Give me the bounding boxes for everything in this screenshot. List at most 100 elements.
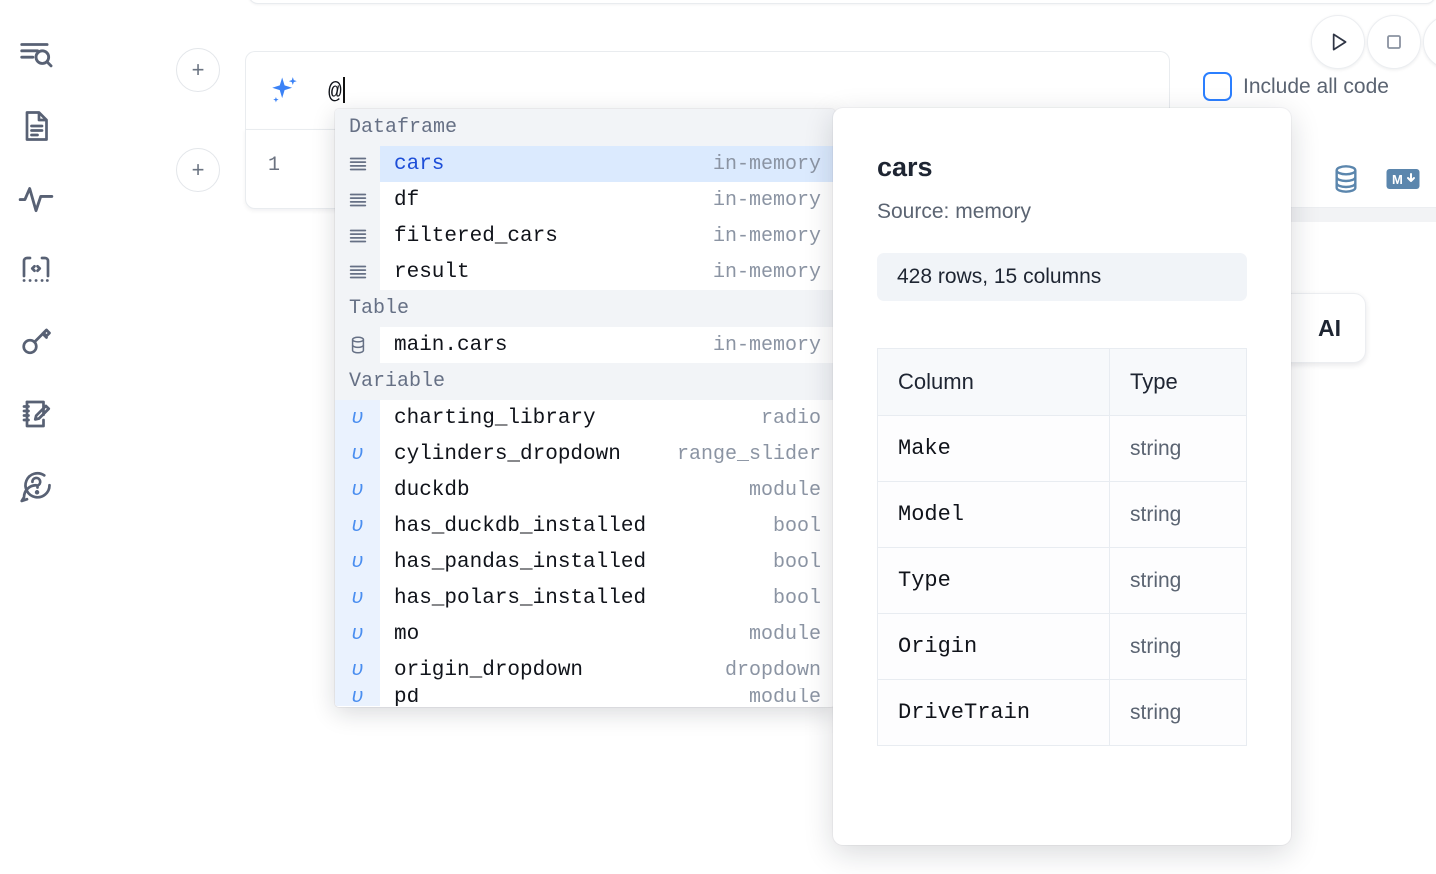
schema-column-type: string (1109, 679, 1247, 746)
stop-cell-button[interactable] (1367, 15, 1421, 69)
table-header-row: Column Type (877, 348, 1247, 416)
explore-search-icon[interactable] (10, 18, 62, 90)
autocomplete-item[interactable]: cars in-memory (335, 146, 835, 182)
line-number: 1 (268, 154, 281, 177)
schema-column-name: DriveTrain (877, 679, 1110, 746)
preview-stats-badge: 428 rows, 15 columns (877, 253, 1247, 301)
dataframe-icon (335, 182, 380, 218)
variable-icon: υ (335, 688, 380, 706)
autocomplete-item-label: has_polars_installed (394, 586, 647, 610)
autocomplete-item[interactable]: υ has_polars_installed bool (335, 580, 835, 616)
autocomplete-item-type: radio (760, 406, 821, 430)
schema-column-name: Model (877, 481, 1110, 548)
add-cell-button-bottom[interactable]: + (176, 148, 220, 192)
add-cell-label: + (191, 157, 205, 182)
ai-prompt-input[interactable]: @ (328, 76, 345, 105)
autocomplete-item[interactable]: main.cars in-memory (335, 327, 835, 363)
autocomplete-item-label: has_duckdb_installed (394, 514, 647, 538)
autocomplete-item-type: in-memory (712, 333, 821, 357)
variable-icon: υ (335, 652, 380, 688)
code-snippets-icon[interactable] (10, 234, 62, 306)
autocomplete-item-label: filtered_cars (394, 224, 558, 248)
notebook-file-icon[interactable] (10, 90, 62, 162)
autocomplete-item-label: charting_library (394, 406, 596, 430)
schema-column-type: string (1109, 481, 1247, 548)
autocomplete-item-type: module (748, 688, 821, 706)
autocomplete-item[interactable]: result in-memory (335, 254, 835, 290)
autocomplete-item-type: bool (772, 586, 821, 610)
autocomplete-item-label: mo (394, 622, 420, 646)
autocomplete-item-label: cars (394, 152, 445, 176)
dataframe-icon (335, 146, 380, 182)
column-header-column: Column (877, 348, 1110, 416)
include-all-code-row[interactable]: Include all code (1203, 72, 1389, 101)
variable-icon: υ (335, 436, 380, 472)
preview-source: Source: memory (877, 200, 1032, 223)
activity-pulse-icon[interactable] (10, 162, 62, 234)
ai-prompt-value: @ (328, 78, 342, 105)
autocomplete-item-label: df (394, 188, 420, 212)
autocomplete-item[interactable]: filtered_cars in-memory (335, 218, 835, 254)
left-sidebar (0, 0, 72, 874)
autocomplete-item-type: module (748, 622, 821, 646)
include-all-code-checkbox[interactable] (1203, 72, 1232, 101)
schema-column-type: string (1109, 547, 1247, 614)
autocomplete-item-label: pd (394, 688, 420, 706)
autocomplete-item-label: cylinders_dropdown (394, 442, 621, 466)
markdown-icon[interactable]: M (1386, 167, 1420, 196)
autocomplete-item-type: in-memory (712, 188, 821, 212)
svg-text:M: M (1392, 172, 1403, 187)
dataframe-preview-panel: cars Source: memory 428 rows, 15 columns… (833, 108, 1291, 845)
variable-icon: υ (335, 508, 380, 544)
autocomplete-item-label: main.cars (394, 333, 508, 357)
database-icon[interactable] (1330, 163, 1362, 200)
ai-chip-label: AI (1318, 314, 1341, 341)
autocomplete-item-type: dropdown (724, 658, 821, 682)
autocomplete-item[interactable]: df in-memory (335, 182, 835, 218)
autocomplete-item-type: in-memory (712, 260, 821, 284)
autocomplete-item-type: bool (772, 550, 821, 574)
text-cursor (342, 76, 345, 103)
autocomplete-item-type: module (748, 478, 821, 502)
autocomplete-item-label: duckdb (394, 478, 470, 502)
previous-cell (248, 0, 1436, 4)
autocomplete-item-label: has_pandas_installed (394, 550, 647, 574)
run-cell-button[interactable] (1311, 15, 1365, 69)
variable-icon: υ (335, 616, 380, 652)
secrets-key-icon[interactable] (10, 306, 62, 378)
variable-icon: υ (335, 580, 380, 616)
preview-title: cars (877, 152, 933, 182)
column-header-type: Type (1109, 348, 1247, 416)
sparkle-icon (268, 74, 302, 108)
schema-column-name: Type (877, 547, 1110, 614)
schema-column-type: string (1109, 415, 1247, 482)
autocomplete-item-label: result (394, 260, 470, 284)
autocomplete-item[interactable]: υ origin_dropdown dropdown (335, 652, 835, 688)
include-all-code-label: Include all code (1243, 74, 1389, 98)
autocomplete-item-label: origin_dropdown (394, 658, 584, 682)
help-chat-icon[interactable] (10, 450, 62, 522)
schema-column-name: Origin (877, 613, 1110, 680)
dataframe-icon (335, 218, 380, 254)
autocomplete-item-type: in-memory (712, 224, 821, 248)
more-actions-button[interactable] (1423, 15, 1436, 69)
add-cell-button-top[interactable]: + (176, 48, 220, 92)
autocomplete-item-type: in-memory (712, 152, 821, 176)
variable-icon: υ (335, 472, 380, 508)
scratchpad-edit-icon[interactable] (10, 378, 62, 450)
